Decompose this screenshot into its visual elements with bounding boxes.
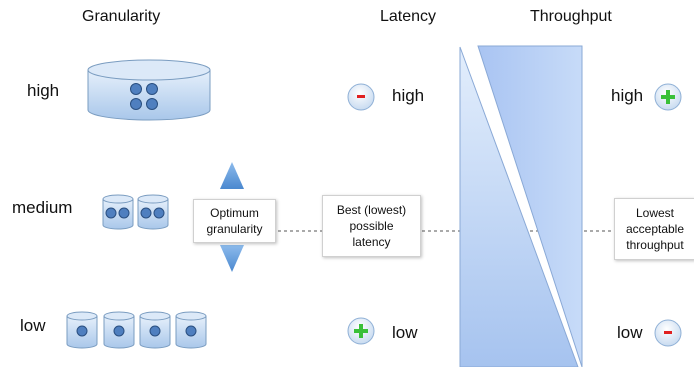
cylinder-low-3 — [139, 311, 171, 349]
granularity-header: Granularity — [82, 8, 161, 25]
latency-low-plus-badge — [347, 317, 375, 345]
arrow-up-icon — [220, 162, 244, 189]
arrow-down-icon — [220, 245, 244, 272]
throughput-wedge — [477, 45, 583, 367]
throughput-low-label: low — [617, 323, 643, 342]
optimum-line-1: Optimum — [210, 206, 259, 220]
throughput-high-plus-badge — [654, 83, 682, 111]
granularity-low-label: low — [20, 316, 46, 335]
cylinder-low-2 — [103, 311, 135, 349]
cylinder-medium-1 — [102, 194, 134, 230]
cylinder-low-1 — [66, 311, 98, 349]
latency-box-line-2: possible — [349, 219, 394, 233]
latency-box-line-1: Best (lowest) — [336, 203, 407, 217]
throughput-box-line-2: acceptable — [625, 222, 685, 236]
throughput-box-line-1: Lowest — [635, 206, 675, 220]
latency-box-line-3: latency — [352, 235, 391, 249]
latency-header: Latency — [380, 8, 437, 25]
throughput-header: Throughput — [530, 8, 612, 25]
throughput-high-label: high — [611, 86, 644, 105]
cylinder-high — [87, 59, 211, 121]
cylinder-medium-2 — [137, 194, 169, 230]
latency-low-label: low — [392, 323, 418, 342]
optimum-granularity-box: Optimum granularity — [193, 199, 276, 243]
cylinder-low-4 — [175, 311, 207, 349]
latency-high-label: high — [392, 86, 425, 105]
throughput-box-line-3: throughput — [626, 238, 684, 252]
granularity-high-label: high — [27, 81, 60, 100]
best-latency-box: Best (lowest) possible latency — [322, 195, 421, 257]
throughput-low-minus-badge — [654, 319, 682, 347]
latency-wedge — [459, 46, 579, 367]
lowest-throughput-box: Lowest acceptable throughput — [614, 198, 694, 260]
granularity-medium-label: medium — [12, 198, 73, 217]
optimum-line-2: granularity — [206, 222, 263, 236]
latency-high-minus-badge — [347, 83, 375, 111]
